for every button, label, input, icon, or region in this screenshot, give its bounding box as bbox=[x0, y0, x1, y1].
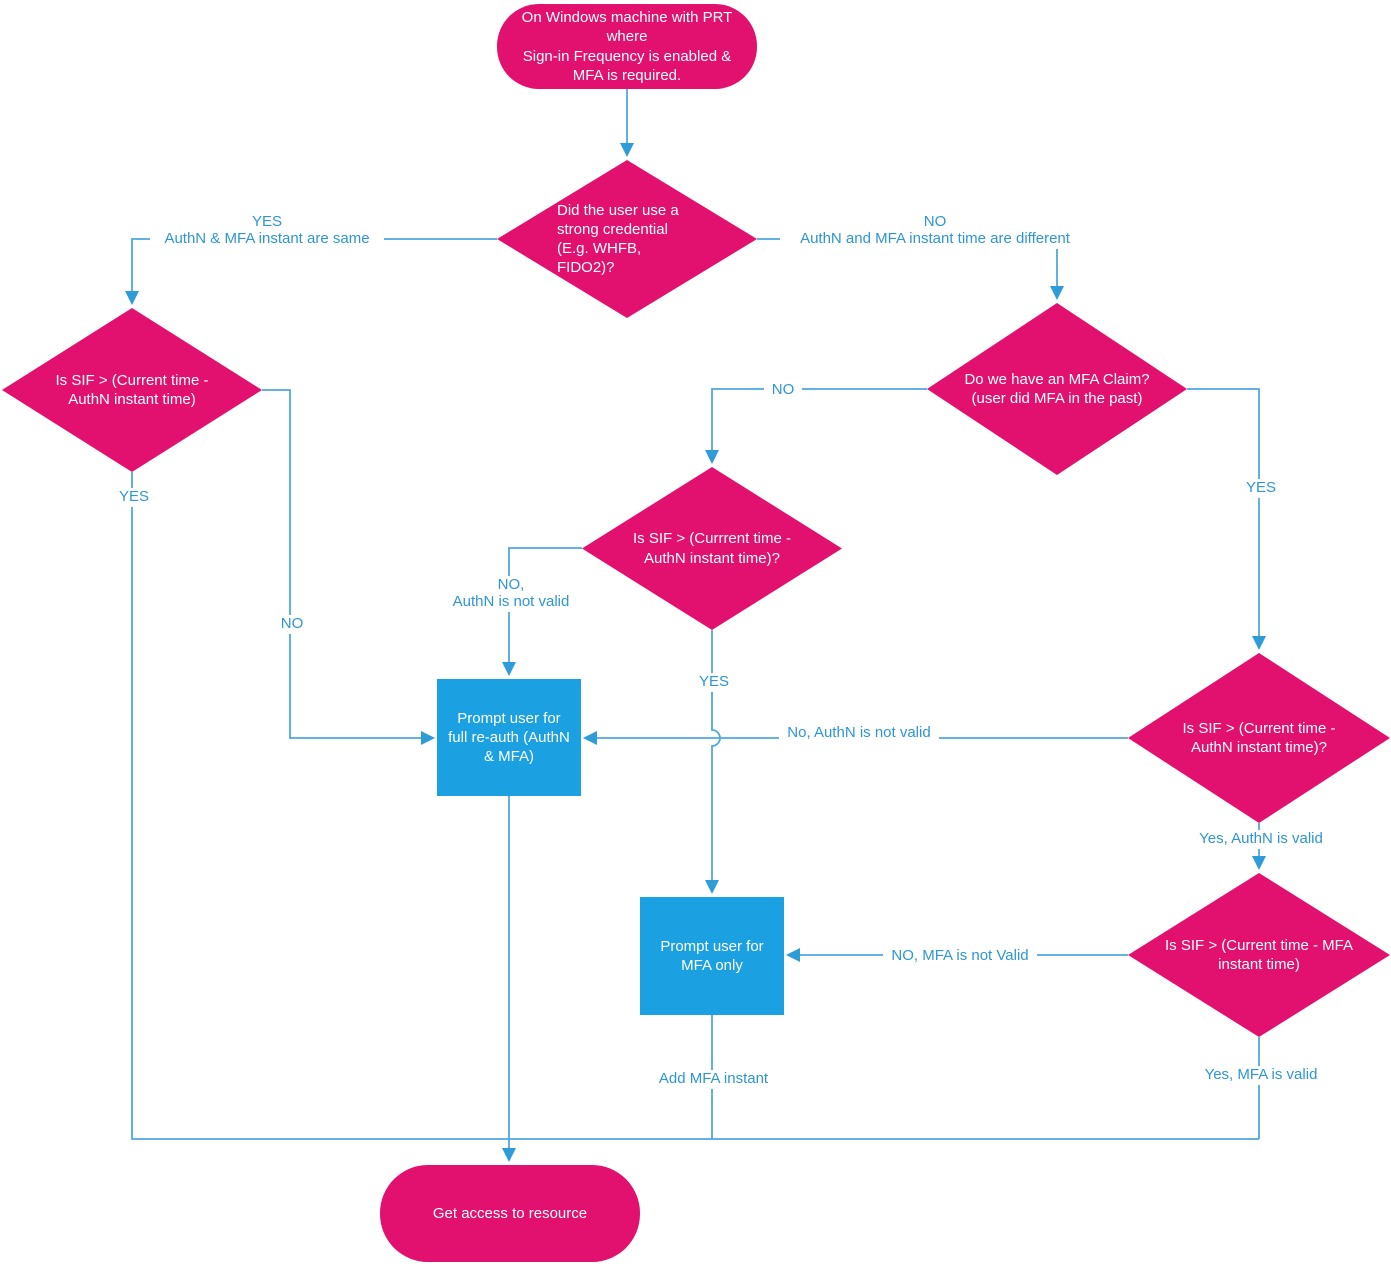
node-start: On Windows machine with PRT where Sign-i… bbox=[497, 4, 757, 89]
edge-sif-left-no bbox=[262, 389, 435, 745]
edge-full-reauth-to-end bbox=[502, 796, 516, 1162]
edge-sif-mid-yes bbox=[705, 630, 721, 894]
node-full-reauth: Prompt user for full re-auth (AuthN & MF… bbox=[437, 679, 581, 796]
label-add-mfa-instant: Add MFA instant bbox=[648, 1070, 779, 1089]
label-yes-left: YES bbox=[110, 488, 158, 507]
node-start-text: On Windows machine with PRT where Sign-i… bbox=[521, 9, 733, 84]
node-sif-right-text: Is SIF > (Current time - AuthN instant t… bbox=[1182, 719, 1336, 756]
edge-mfa-claim-no bbox=[705, 388, 927, 464]
node-mfa-only-text: Prompt user for MFA only bbox=[660, 937, 764, 974]
label-yes-same: YES AuthN & MFA instant are same bbox=[150, 213, 384, 249]
node-end: Get access to resource bbox=[380, 1165, 640, 1262]
node-mfa-claim-text: Do we have an MFA Claim? (user did MFA i… bbox=[964, 370, 1150, 407]
edge-mfa-claim-yes bbox=[1187, 388, 1266, 650]
label-no-claim: NO bbox=[764, 381, 802, 400]
label-no-different: NO AuthN and MFA instant time are differ… bbox=[780, 213, 1090, 249]
label-yes-mfa-valid: Yes, MFA is valid bbox=[1195, 1066, 1327, 1085]
label-no-mfa-not-valid: NO, MFA is not Valid bbox=[883, 947, 1037, 966]
label-no-authn-not-valid-mid: NO, AuthN is not valid bbox=[440, 576, 582, 612]
node-end-text: Get access to resource bbox=[432, 1204, 588, 1222]
edge-sif-left-yes-collector bbox=[131, 472, 1259, 1140]
node-sif-middle-text: Is SIF > (Currrent time - AuthN instant … bbox=[633, 530, 791, 567]
label-no-authn-not-valid-right: No, AuthN is not valid bbox=[779, 724, 939, 743]
label-yes-mid: YES bbox=[694, 673, 734, 692]
label-yes-authn-valid: Yes, AuthN is valid bbox=[1194, 830, 1328, 849]
edge-start-to-strong-cred bbox=[620, 89, 634, 157]
label-no-left: NO bbox=[274, 615, 310, 634]
node-full-reauth-text: Prompt user for full re-auth (AuthN & MF… bbox=[448, 709, 570, 766]
edge-strong-cred-yes bbox=[125, 238, 497, 305]
edge-sif-mid-no bbox=[502, 547, 582, 676]
node-sif-mfa-text: Is SIF > (Current time - MFA instant tim… bbox=[1165, 936, 1353, 973]
label-yes-claim: YES bbox=[1240, 479, 1282, 498]
node-strong-credential-text: Did the user use a strong credential (E.… bbox=[557, 201, 679, 277]
node-mfa-only: Prompt user for MFA only bbox=[640, 897, 784, 1015]
node-sif-left-text: Is SIF > (Current time - AuthN instant t… bbox=[55, 371, 209, 408]
